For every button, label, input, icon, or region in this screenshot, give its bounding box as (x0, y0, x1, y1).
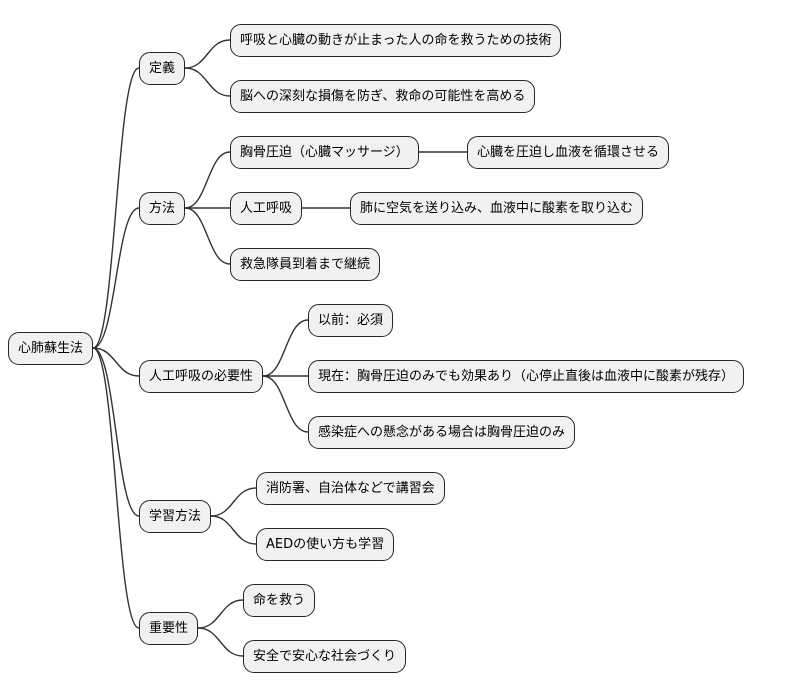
mindmap-node[interactable]: 胸骨圧迫（心臓マッサージ） (230, 136, 419, 169)
mindmap-node[interactable]: 呼吸と心臓の動きが止まった人の命を救うための技術 (230, 24, 562, 57)
mindmap-node[interactable]: 命を救う (243, 584, 316, 617)
mindmap-connector (92, 347, 140, 377)
mindmap-node[interactable]: 消防署、自治体などで講習会 (256, 472, 445, 505)
mindmap-connector (184, 151, 231, 209)
mindmap-node[interactable]: 脳への深刻な損傷を防ぎ、救命の可能性を高める (230, 80, 536, 113)
mindmap-node[interactable]: 人工呼吸の必要性 (139, 360, 264, 393)
mindmap-node[interactable]: 安全で安心な社会づくり (243, 640, 407, 673)
mindmap-node[interactable]: 以前：必須 (308, 304, 394, 337)
mindmap-node[interactable]: 現在：胸骨圧迫のみでも効果あり（心停止直後は血液中に酸素が残存） (308, 360, 745, 393)
mindmap-connector (210, 515, 257, 545)
mindmap-connector (197, 599, 244, 629)
mindmap-connector (92, 67, 140, 349)
mindmap-node[interactable]: 定義 (139, 52, 186, 85)
mindmap-node[interactable]: 感染症への懸念がある場合は胸骨圧迫のみ (308, 416, 576, 449)
mindmap-connector (92, 347, 140, 629)
mindmap-connector (92, 207, 140, 349)
mindmap-connector (262, 375, 309, 433)
mindmap-node[interactable]: AEDの使い方も学習 (256, 528, 395, 561)
mindmap-node[interactable]: 方法 (139, 192, 186, 225)
mindmap-connector (184, 67, 231, 97)
mindmap-node[interactable]: 心臓を圧迫し血液を循環させる (467, 136, 670, 169)
mindmap-node[interactable]: 肺に空気を送り込み、血液中に酸素を取り込む (350, 192, 644, 225)
mindmap-connector (210, 487, 257, 517)
mindmap-node[interactable]: 人工呼吸 (230, 192, 303, 225)
mindmap-connector (184, 39, 231, 69)
mindmap-node[interactable]: 救急隊員到着まで継続 (230, 248, 381, 281)
mindmap-connector (92, 347, 140, 517)
mindmap-node[interactable]: 重要性 (139, 612, 199, 645)
mindmap-node[interactable]: 学習方法 (139, 500, 212, 533)
mindmap-connector (184, 207, 231, 265)
mindmap-connector (197, 627, 244, 657)
mindmap-connector (262, 319, 309, 377)
mindmap-root-node[interactable]: 心肺蘇生法 (8, 332, 94, 365)
